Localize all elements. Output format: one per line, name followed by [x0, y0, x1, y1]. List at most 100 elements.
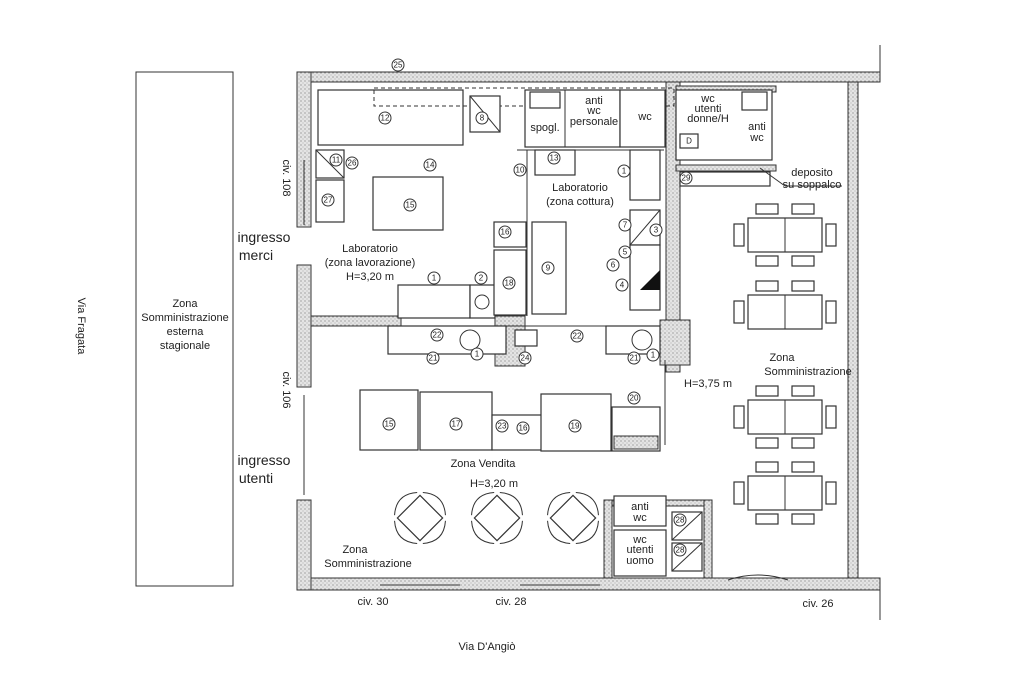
marker-number: 16	[501, 228, 510, 237]
equipment-marker: 2	[474, 271, 488, 285]
dining-tables-left	[394, 492, 599, 544]
svg-text:utenti: utenti	[239, 470, 273, 486]
equipment-marker: 29	[679, 171, 693, 185]
svg-text:utenti: utenti	[627, 544, 654, 556]
entrance-users-label: ingresso utenti	[238, 452, 291, 486]
equipment-marker: 1	[646, 348, 660, 362]
marker-circle	[570, 329, 584, 343]
equipment-marker: 26	[345, 156, 359, 170]
equipment-marker: 13	[547, 151, 561, 165]
svg-text:donne/H: donne/H	[687, 113, 729, 125]
equipment-marker: 28	[673, 513, 687, 527]
marker-circle	[474, 271, 488, 285]
street-left: Via Fragata	[75, 298, 87, 356]
marker-number: 24	[521, 354, 530, 363]
equipment-marker: 3	[649, 223, 663, 237]
svg-text:ingresso: ingresso	[238, 452, 291, 468]
marker-number: 15	[385, 420, 394, 429]
marker-circle	[618, 218, 632, 232]
equipment-marker: 28	[673, 543, 687, 557]
marker-circle	[423, 158, 437, 172]
marker-number: 7	[623, 221, 628, 230]
marker-number: 6	[611, 261, 616, 270]
civic-106: civ. 106	[280, 371, 292, 408]
civic-28: civ. 28	[496, 596, 527, 608]
marker-number: 28	[676, 516, 685, 525]
marker-circle	[518, 351, 532, 365]
marker-circle	[495, 419, 509, 433]
marker-circle	[679, 171, 693, 185]
accessible-wc	[679, 133, 699, 149]
equipment-marker: 22	[570, 329, 584, 343]
marker-number: 1	[475, 350, 480, 359]
marker-circle	[516, 421, 530, 435]
svg-text:(zona cottura): (zona cottura)	[546, 196, 614, 208]
equipment-marker: 16	[516, 421, 530, 435]
svg-text:esterna: esterna	[167, 326, 205, 338]
svg-text:wc: wc	[749, 132, 764, 144]
equipment-marker: 15	[382, 417, 396, 431]
marker-number: 25	[394, 61, 403, 70]
marker-number: 12	[381, 114, 390, 123]
svg-text:anti: anti	[585, 95, 603, 107]
marker-number: 21	[429, 354, 438, 363]
marker-number: 8	[480, 114, 485, 123]
equipment-marker: 17	[449, 417, 463, 431]
equipment-marker: 21	[426, 351, 440, 365]
wc-block-top: D	[524, 89, 842, 187]
marker-number: 1	[651, 351, 656, 360]
marker-circle	[403, 198, 417, 212]
marker-circle	[329, 153, 343, 167]
svg-text:wc: wc	[700, 93, 715, 105]
marker-number: 4	[620, 281, 625, 290]
svg-text:Zona Vendita: Zona Vendita	[451, 458, 517, 470]
marker-number: 1	[622, 167, 627, 176]
marker-circle	[378, 111, 392, 125]
windows	[303, 45, 881, 620]
marker-number: 15	[406, 201, 415, 210]
marker-number: 11	[332, 156, 341, 165]
marker-number: 16	[519, 424, 528, 433]
outdoor-zone-label: Zona Somministrazione esterna stagionale	[141, 298, 228, 352]
marker-circle	[430, 328, 444, 342]
room-lab-cook-label: Laboratorio(zona cottura)	[546, 182, 614, 208]
marker-number: 23	[498, 422, 507, 431]
svg-text:H=3,20 m: H=3,20 m	[470, 478, 518, 490]
equipment-marker: 25	[391, 58, 405, 72]
marker-circle	[345, 156, 359, 170]
equipment-marker: 20	[627, 391, 641, 405]
svg-text:utenti: utenti	[695, 103, 722, 115]
svg-text:(zona lavorazione): (zona lavorazione)	[325, 257, 416, 269]
marker-circle	[475, 111, 489, 125]
equipment-marker: 1	[427, 271, 441, 285]
marker-number: 10	[516, 166, 525, 175]
svg-text:H=3,20 m: H=3,20 m	[346, 271, 394, 283]
equipment-marker: 24	[518, 351, 532, 365]
marker-circle	[618, 245, 632, 259]
svg-text:ingresso: ingresso	[238, 229, 291, 245]
svg-text:Zona: Zona	[769, 352, 795, 364]
svg-text:Somministrazione: Somministrazione	[141, 312, 228, 324]
equipment-marker: 19	[568, 419, 582, 433]
room-lab-work-label: Laboratorio(zona lavorazione)H=3,20 m	[325, 243, 416, 283]
svg-text:anti: anti	[748, 121, 766, 133]
marker-circle	[627, 351, 641, 365]
marker-circle	[541, 261, 555, 275]
equipment-marker: 27	[321, 193, 335, 207]
svg-text:deposito: deposito	[791, 167, 833, 179]
svg-text:personale: personale	[570, 116, 618, 128]
marker-number: 20	[630, 394, 639, 403]
marker-number: 17	[452, 420, 461, 429]
equipment-marker: 4	[615, 278, 629, 292]
marker-circle	[391, 58, 405, 72]
civic-108: civ. 108	[280, 159, 292, 196]
equipment-marker: 23	[495, 419, 509, 433]
equipment-marker: 16	[498, 225, 512, 239]
equipment-marker: 6	[606, 258, 620, 272]
